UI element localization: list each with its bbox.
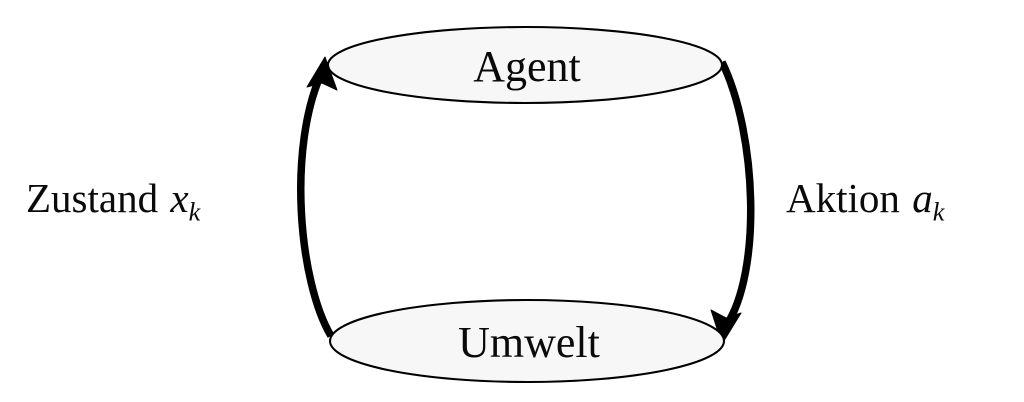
- state-edge-path: [297, 70, 335, 338]
- node-agent[interactable]: Agent: [326, 25, 724, 105]
- action-edge-path: [718, 60, 755, 329]
- state-edge: [297, 56, 338, 338]
- state-edge-label-subscript: k: [188, 197, 201, 227]
- state-edge-label-variable: x: [170, 175, 189, 221]
- umwelt-ellipse[interactable]: [328, 298, 726, 384]
- agent-ellipse[interactable]: [326, 25, 724, 105]
- umwelt-label: Umwelt: [458, 318, 600, 367]
- node-umwelt[interactable]: Umwelt: [328, 298, 726, 384]
- action-edge: [710, 60, 755, 345]
- state-edge-label-word: Zustand: [26, 175, 159, 221]
- action-edge-arrowhead: [710, 309, 742, 345]
- action-edge-label-subscript: k: [932, 197, 945, 227]
- state-edge-arrowhead: [306, 56, 338, 91]
- action-edge-label-variable: a: [912, 175, 933, 221]
- action-edge-label-word: Aktion: [786, 175, 900, 221]
- agent-label: Agent: [473, 42, 581, 91]
